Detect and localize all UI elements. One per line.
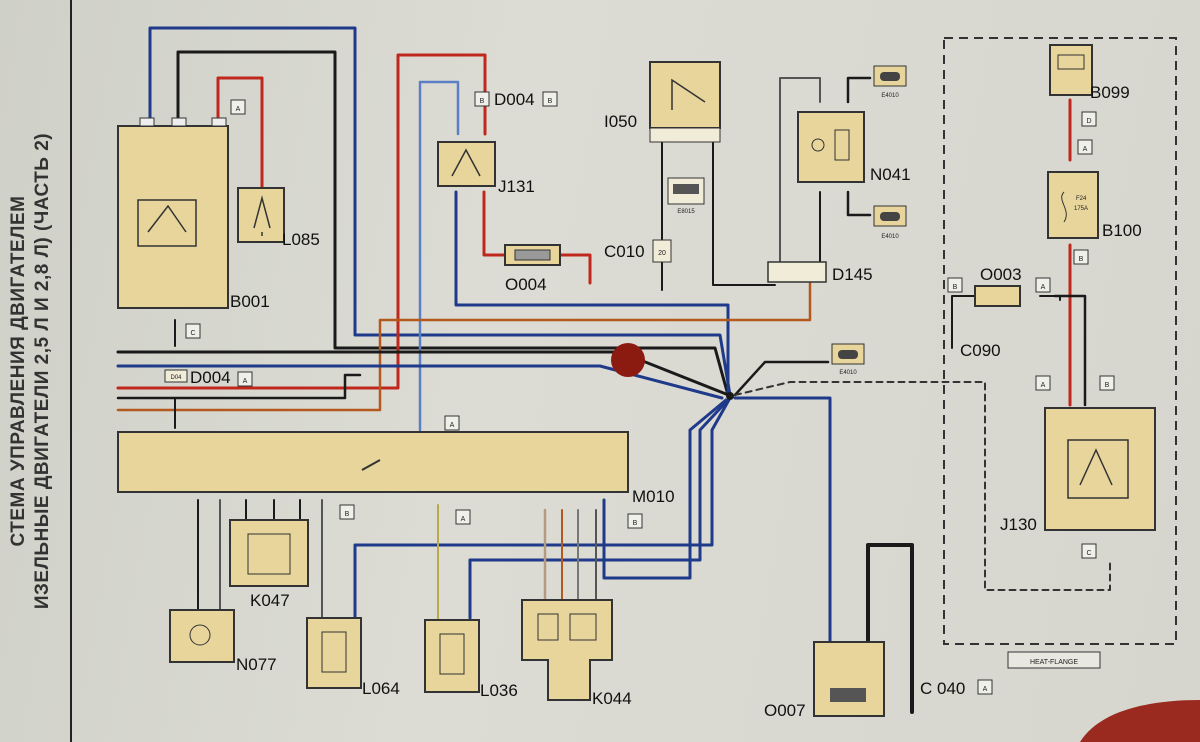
part-m010: M010	[117, 431, 675, 506]
label-c010: C010	[604, 242, 645, 261]
part-i050: I050	[604, 61, 721, 143]
part-c090: C090	[960, 341, 1001, 360]
part-d004-top: B D004 B	[474, 90, 558, 109]
label-n041: N041	[870, 165, 911, 184]
label-n077: N077	[236, 655, 277, 674]
svg-text:B: B	[633, 520, 638, 527]
part-k044: K044	[521, 599, 632, 708]
svg-text:B: B	[548, 98, 553, 105]
svg-text:A: A	[1041, 284, 1046, 291]
label-b099: B099	[1090, 83, 1130, 102]
label-b100: B100	[1102, 221, 1142, 240]
svg-text:F24: F24	[1076, 196, 1087, 202]
label-l085: L085	[282, 230, 320, 249]
label-d004-left: D004	[190, 368, 231, 387]
label-d145: D145	[832, 265, 873, 284]
label-l036: L036	[480, 681, 518, 700]
svg-text:E8015: E8015	[677, 209, 695, 215]
splice-point	[726, 392, 734, 400]
ground-e4010-3: E4010	[831, 343, 865, 376]
label-j130: J130	[1000, 515, 1037, 534]
letter-boxes: A C A A B A B D A B B A A B C	[185, 99, 1115, 559]
svg-text:E4010: E4010	[881, 93, 899, 99]
part-e8015: E8015	[667, 177, 705, 215]
svg-text:A: A	[450, 422, 455, 429]
svg-text:C: C	[190, 330, 195, 337]
svg-text:A: A	[983, 686, 988, 693]
svg-text:B: B	[1105, 382, 1110, 389]
part-o004: O004	[504, 244, 561, 294]
part-l036: L036	[424, 619, 518, 700]
heat-flange-label-box	[1007, 651, 1101, 669]
label-c040: C 040	[920, 679, 965, 698]
ground-e4010-1: E4010	[873, 65, 907, 99]
heat-flange-boundary	[943, 37, 1177, 645]
label-c090: C090	[960, 341, 1001, 360]
part-n041: N041	[797, 111, 911, 184]
side-title-bar: СТЕМА УПРАВЛЕНИЯ ДВИГАТЕЛЕМ ИЗЕЛЬНЫЕ ДВИ…	[0, 0, 72, 742]
part-b100: F24 175A B100	[1047, 171, 1142, 240]
svg-text:B: B	[953, 284, 958, 291]
corner-finger-shadow	[1080, 700, 1200, 742]
label-o004: O004	[505, 275, 547, 294]
ground-e4010-2: E4010	[873, 205, 907, 240]
svg-text:A: A	[236, 106, 241, 113]
svg-text:E4010: E4010	[881, 234, 899, 240]
svg-text:E4010: E4010	[839, 370, 857, 376]
svg-text:B: B	[345, 511, 350, 518]
part-b001: B001	[117, 117, 270, 311]
svg-text:C: C	[1086, 550, 1091, 557]
svg-text:B: B	[480, 98, 485, 105]
label-o003: O003	[980, 265, 1022, 284]
label-l064: L064	[362, 679, 400, 698]
svg-text:A: A	[243, 378, 248, 385]
svg-text:20: 20	[658, 250, 666, 257]
part-o007: O007	[764, 641, 885, 720]
label-j131: J131	[498, 177, 535, 196]
svg-text:B: B	[1079, 256, 1084, 263]
label-m010: M010	[632, 487, 675, 506]
label-i050: I050	[604, 112, 637, 131]
part-l064: L064	[306, 617, 400, 698]
label-k044: K044	[592, 689, 632, 708]
svg-text:A: A	[1041, 382, 1046, 389]
part-l085: L085	[237, 187, 320, 249]
wires	[116, 26, 1111, 714]
svg-text:175A: 175A	[1074, 206, 1088, 212]
svg-text:A: A	[1083, 146, 1088, 153]
part-c040: C 040 A	[920, 679, 993, 698]
part-k047: K047	[229, 519, 309, 610]
part-c010: 20 C010	[604, 239, 672, 263]
label-o007: O007	[764, 701, 806, 720]
svg-text:D: D	[1086, 118, 1091, 125]
heat-flange-label: HEAT-FLANGE	[1030, 659, 1078, 666]
marker-dot	[611, 343, 645, 377]
part-d145: D145	[767, 261, 873, 284]
part-d004-left: D04 D004	[164, 368, 231, 387]
svg-text:A: A	[461, 516, 466, 523]
svg-text:D04: D04	[170, 375, 182, 381]
part-j131: J131	[437, 141, 535, 196]
label-b001: B001	[230, 292, 270, 311]
part-n077: N077	[169, 609, 277, 674]
part-j130: J130	[1000, 407, 1156, 534]
label-k047: K047	[250, 591, 290, 610]
part-o003: O003	[974, 265, 1022, 307]
part-b099: B099	[1049, 44, 1130, 102]
label-d004-top: D004	[494, 90, 535, 109]
